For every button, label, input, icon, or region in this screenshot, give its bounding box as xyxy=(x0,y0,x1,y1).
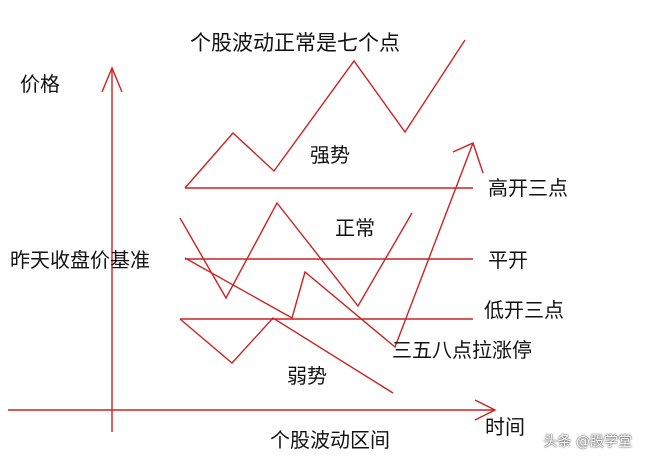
strong-label: 强势 xyxy=(310,143,350,167)
flat-open-label: 平开 xyxy=(488,248,528,272)
x-axis xyxy=(8,399,497,421)
high-open-label: 高开三点 xyxy=(488,176,568,200)
title: 个股波动正常是七个点 xyxy=(190,31,400,55)
watermark: 头条 @股学堂 xyxy=(543,434,632,450)
limit-up-path xyxy=(184,142,474,349)
normal-label: 正常 xyxy=(335,216,375,240)
y-axis xyxy=(101,66,123,432)
x-axis-label: 时间 xyxy=(485,415,525,439)
x-caption: 个股波动区间 xyxy=(270,428,390,452)
weak-path xyxy=(179,317,394,394)
strong-path xyxy=(184,39,466,189)
low-open-label: 低开三点 xyxy=(484,298,564,322)
limit-up-label: 三五八点拉涨停 xyxy=(392,338,532,362)
baseline-label: 昨天收盘价基准 xyxy=(10,248,150,272)
y-axis-label: 价格 xyxy=(20,72,60,96)
normal-path xyxy=(179,201,413,308)
weak-label: 弱势 xyxy=(287,364,327,388)
limit-up-arrowhead xyxy=(452,142,484,174)
